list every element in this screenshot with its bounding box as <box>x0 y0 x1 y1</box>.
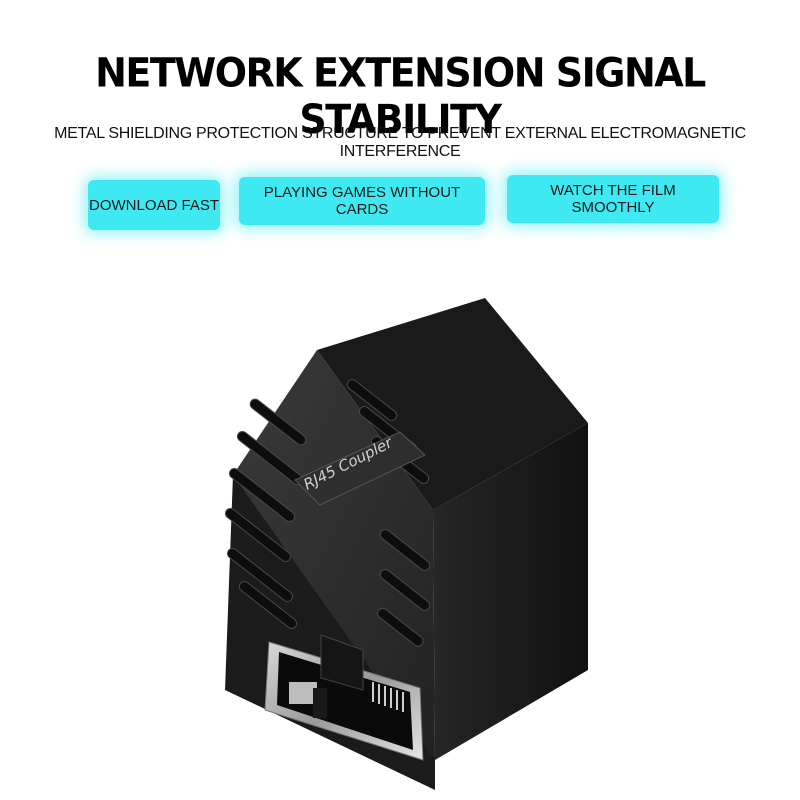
port-latch <box>320 634 364 691</box>
feature-playing-games: PLAYING GAMES WITHOUT CARDS <box>239 177 485 225</box>
vent-slots <box>224 379 431 647</box>
coupler-side-face <box>433 423 588 760</box>
port-opening <box>277 652 413 750</box>
subheadline: METAL SHIELDING PROTECTION STRUCTURE TO … <box>54 125 746 160</box>
feature-download-fast: DOWNLOAD FAST <box>88 180 220 230</box>
feature-watch-film: WATCH THE FILM SMOOTHLY <box>507 175 719 223</box>
rj45-coupler-image: RJ45 Coupler <box>224 298 588 790</box>
headline: NETWORK EXTENSION SIGNAL STABILITY <box>95 49 706 143</box>
coupler-back-face <box>317 298 588 510</box>
port-pins <box>372 682 404 712</box>
feature-label: WATCH THE FILM SMOOTHLY <box>550 182 676 216</box>
port-key-right <box>313 688 327 718</box>
label-plate <box>294 431 426 506</box>
feature-label: DOWNLOAD FAST <box>88 196 219 214</box>
feature-label: PLAYING GAMES WITHOUT CARDS <box>263 184 461 218</box>
port-key-left <box>289 682 317 704</box>
